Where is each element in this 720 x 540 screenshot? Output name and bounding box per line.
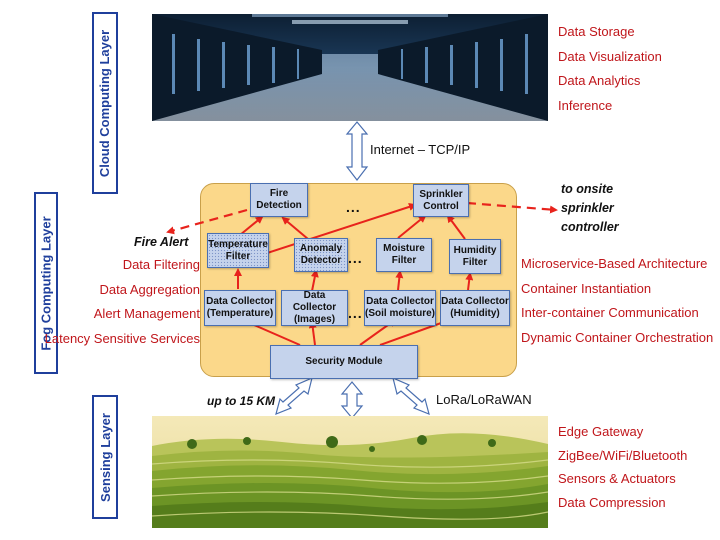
anomaly-detector-module: Anomaly Detector [294, 238, 348, 272]
module-label: Filter [391, 255, 417, 266]
fog-right-functions-list: Microservice-Based Architecture Containe… [521, 252, 713, 350]
module-label: (Temperature) [206, 308, 274, 319]
range-label: up to 15 KM [207, 394, 275, 408]
humidity-filter-module: Humidity Filter [449, 239, 501, 274]
sensing-function-item: Data Compression [558, 494, 666, 510]
fog-function-item: Data Aggregation [99, 281, 200, 297]
data-center-image [152, 14, 548, 121]
module-label: Temperature [208, 238, 268, 250]
module-label: Moisture [383, 243, 425, 254]
fire-detection-module: Fire Detection [250, 183, 308, 217]
lora-label: LoRa/LoRaWAN [436, 392, 532, 407]
data-collector-humidity: Data Collector (Humidity) [440, 290, 510, 326]
sprinkler-target-label: to onsite sprinkler controller [561, 180, 619, 237]
fog-function-item: Inter-container Communication [521, 305, 699, 320]
security-module: Security Module [270, 345, 418, 379]
temperature-filter-module: Temperature Filter [207, 233, 269, 268]
fog-function-item: Container Instantiation [521, 280, 652, 296]
moisture-filter-module: Moisture Filter [376, 238, 432, 272]
ellipsis-top: ... [346, 199, 361, 215]
cloud-layer-label: Cloud Computing Layer [92, 12, 118, 194]
arrow-ad-to-fd [281, 216, 309, 240]
sensing-function-item: Sensors & Actuators [558, 471, 676, 486]
module-label: Data Collector [292, 290, 337, 313]
fog-left-functions-list: Data Filtering Data Aggregation Alert Ma… [45, 253, 200, 351]
sensing-functions-list: Edge Gateway ZigBee/WiFi/Bluetooth Senso… [558, 420, 687, 514]
sprinkler-target-line: controller [561, 220, 619, 234]
module-label: Fire [269, 188, 289, 199]
cloud-function-item: Data Storage [558, 24, 635, 39]
data-collector-soil-moisture: Data Collector (Soil moisture) [364, 290, 436, 326]
module-label: Filter [225, 250, 251, 262]
data-collector-temperature: Data Collector (Temperature) [204, 290, 276, 326]
cloud-functions-list: Data Storage Data Visualization Data Ana… [558, 20, 662, 118]
arrow-tf-to-fd [239, 215, 264, 236]
fog-function-item: Data Filtering [122, 257, 200, 272]
module-label: Filter [462, 256, 488, 268]
sensing-function-item: Edge Gateway [558, 424, 644, 439]
sprinkler-target-line: to onsite [561, 182, 614, 196]
module-label: Data Collector [206, 296, 274, 307]
module-label: Sprinkler [419, 188, 463, 200]
module-label: Data Collector [366, 296, 434, 307]
arrow-dc2-to-ad [310, 269, 319, 292]
module-label: Security Module [305, 356, 383, 367]
data-collector-images: Data Collector (Images) [281, 290, 348, 326]
sprinkler-target-line: sprinkler [561, 201, 614, 215]
module-label: (Humidity) [450, 308, 500, 319]
module-label: (Soil moisture) [365, 308, 436, 319]
ellipsis-filter-row: ... [348, 250, 363, 266]
internet-double-arrow [345, 121, 369, 181]
module-label: Detection [256, 200, 302, 211]
fog-function-item: Microservice-Based Architecture [521, 256, 708, 271]
sprinkler-control-module: Sprinkler Control [413, 184, 469, 217]
cloud-function-item: Data Visualization [558, 48, 662, 64]
farm-landscape-image [152, 416, 548, 528]
module-label: Detector [300, 255, 342, 266]
module-label: Control [423, 200, 459, 212]
ellipsis-collector-row: ... [348, 305, 363, 321]
fog-function-item: Dynamic Container Orchestration [521, 329, 714, 345]
fog-function-item: Latency Sensitive Services [44, 330, 200, 346]
internet-link-label: Internet – TCP/IP [370, 142, 471, 157]
arrow-dc3-to-mf [395, 270, 404, 291]
sprinkler-dashed-arrow [466, 201, 558, 214]
arrow-tf-to-sc [257, 203, 417, 257]
module-label: Data Collector [441, 296, 509, 307]
module-label: Humidity [453, 244, 497, 256]
sensing-function-item: ZigBee/WiFi/Bluetooth [558, 447, 688, 463]
cloud-function-item: Inference [558, 97, 613, 113]
arrow-mf-to-sc [397, 214, 427, 239]
arrow-hf-to-sc [446, 214, 466, 240]
fog-function-item: Alert Management [93, 306, 200, 321]
fog-layer-label: Fog Computing Layer [34, 192, 58, 374]
arrow-dc4-to-hf [465, 272, 474, 291]
sensing-layer-label: Sensing Layer [92, 395, 118, 519]
module-label: Anomaly [299, 243, 343, 254]
module-label: (Images) [293, 314, 336, 325]
sensing-double-arrows [275, 376, 430, 419]
fire-alert-label: Fire Alert [134, 235, 189, 249]
fire-alert-dashed-arrow [166, 208, 248, 235]
cloud-function-item: Data Analytics [558, 73, 641, 88]
